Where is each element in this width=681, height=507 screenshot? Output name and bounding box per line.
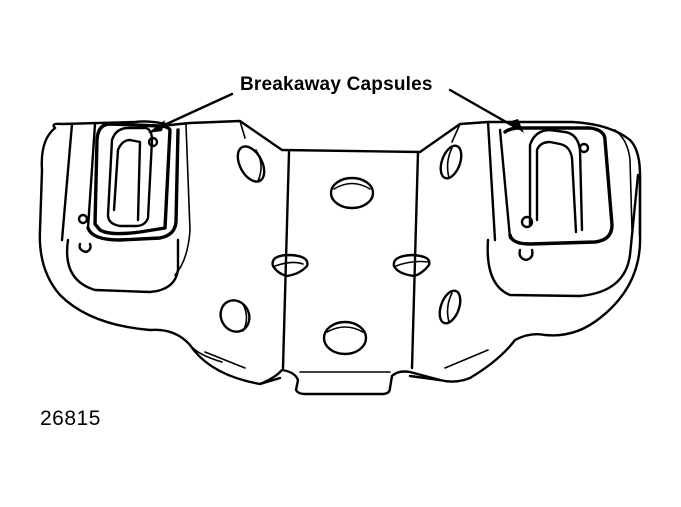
mid-bosses [271, 253, 431, 278]
callout-arrows [148, 88, 524, 133]
arrow-left-head [148, 120, 165, 133]
right-breakaway-capsule [486, 120, 640, 298]
left-breakaway-capsule [60, 122, 191, 294]
arrow-left-shaft [158, 92, 234, 129]
housing-outline [38, 119, 642, 396]
callout-label: Breakaway Capsules [240, 74, 433, 95]
center-plate [189, 120, 489, 370]
side-holes [219, 144, 463, 333]
center-holes [322, 176, 375, 356]
arrow-right-shaft [448, 88, 517, 129]
arrow-right-head [508, 119, 524, 133]
figure-number: 26815 [40, 407, 101, 430]
